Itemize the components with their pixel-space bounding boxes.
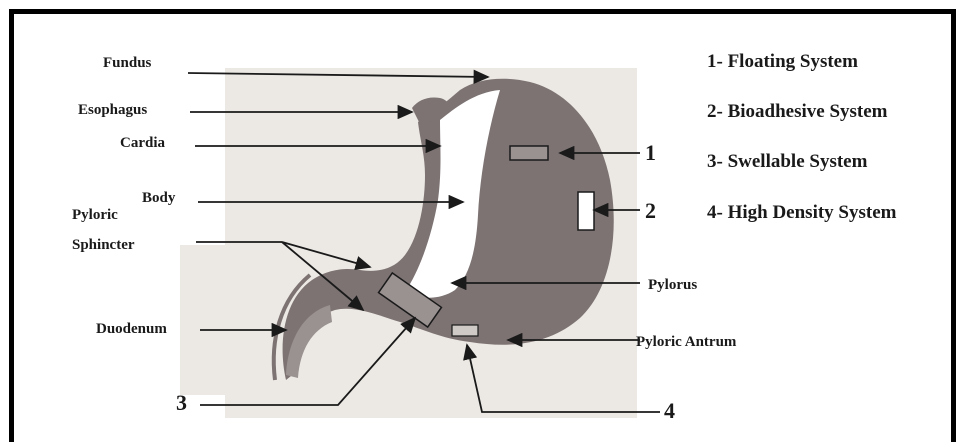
marker-3: 3 (176, 390, 187, 415)
label-pyloric-sphincter-line1: Pyloric (72, 207, 118, 223)
label-esophagus: Esophagus (78, 102, 147, 118)
label-pylorus: Pylorus (648, 277, 697, 293)
label-fundus: Fundus (103, 55, 152, 71)
marker-2: 2 (645, 198, 656, 223)
marker-4: 4 (664, 398, 675, 423)
floating-system-device (510, 146, 548, 160)
label-body: Body (142, 190, 176, 206)
legend-item-swellable: 3- Swellable System (707, 151, 868, 172)
legend-item-high-density: 4- High Density System (707, 202, 897, 223)
bioadhesive-system-device (578, 192, 594, 230)
label-cardia: Cardia (120, 135, 166, 151)
legend-item-bioadhesive: 2- Bioadhesive System (707, 101, 888, 122)
legend-item-floating: 1- Floating System (707, 51, 858, 72)
label-duodenum: Duodenum (96, 321, 167, 337)
high-density-system-device (452, 325, 478, 336)
marker-1: 1 (645, 140, 656, 165)
label-pyloric-antrum: Pyloric Antrum (636, 334, 737, 350)
label-pyloric-sphincter-line2: Sphincter (72, 237, 135, 253)
